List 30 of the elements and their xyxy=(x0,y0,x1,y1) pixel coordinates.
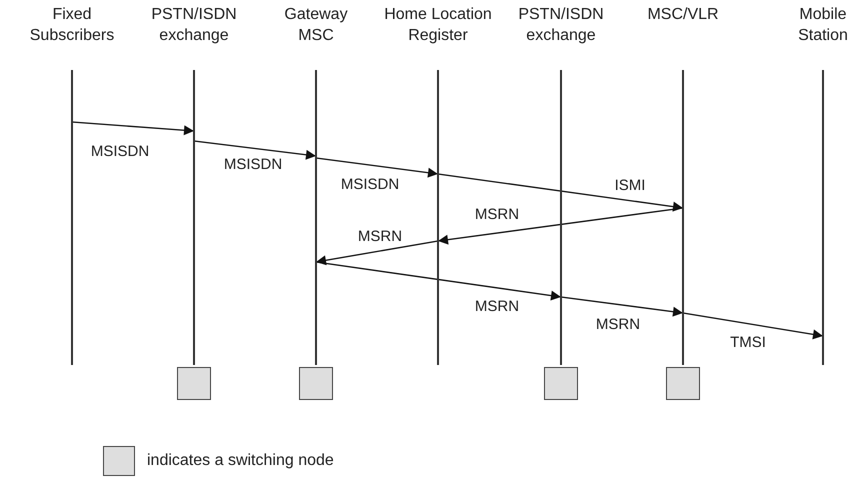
edge-label: MSRN xyxy=(596,316,640,334)
edge-label: MSISDN xyxy=(340,176,400,194)
switching-node-box xyxy=(299,367,333,400)
switching-node-box xyxy=(177,367,211,400)
message-arrow xyxy=(194,140,316,160)
message-arrow xyxy=(438,173,684,212)
lifeline-label: Fixed Subscribers xyxy=(28,5,116,46)
lifeline-label: PSTN/ISDN exchange xyxy=(150,5,238,46)
edge-label: MSRN xyxy=(474,206,520,224)
lifeline-label: MSC/VLR xyxy=(647,5,719,25)
edge-label: TMSI xyxy=(730,334,766,352)
lifeline-label: PSTN/ISDN exchange xyxy=(517,5,605,46)
legend-text: indicates a switching node xyxy=(147,451,334,471)
edge-label: MSRN xyxy=(358,228,402,246)
message-arrow xyxy=(438,207,684,245)
message-arrow xyxy=(316,240,438,266)
edge-label: MSISDN xyxy=(224,156,282,174)
edge-label: MSRN xyxy=(474,298,520,316)
lifeline-label: Mobile Station xyxy=(797,5,849,46)
edge-label: ISMI xyxy=(614,177,646,195)
lifeline-label: Home Location Register xyxy=(383,5,493,46)
lifeline-label: Gateway MSC xyxy=(283,5,349,46)
switching-node-box xyxy=(544,367,578,400)
message-arrow xyxy=(72,121,194,136)
message-arrow xyxy=(316,157,438,178)
edge-label: MSISDN xyxy=(90,143,150,161)
message-arrow xyxy=(316,261,562,301)
switching-node-box xyxy=(666,367,700,400)
message-arrow xyxy=(560,296,684,317)
message-arrow xyxy=(682,312,824,340)
